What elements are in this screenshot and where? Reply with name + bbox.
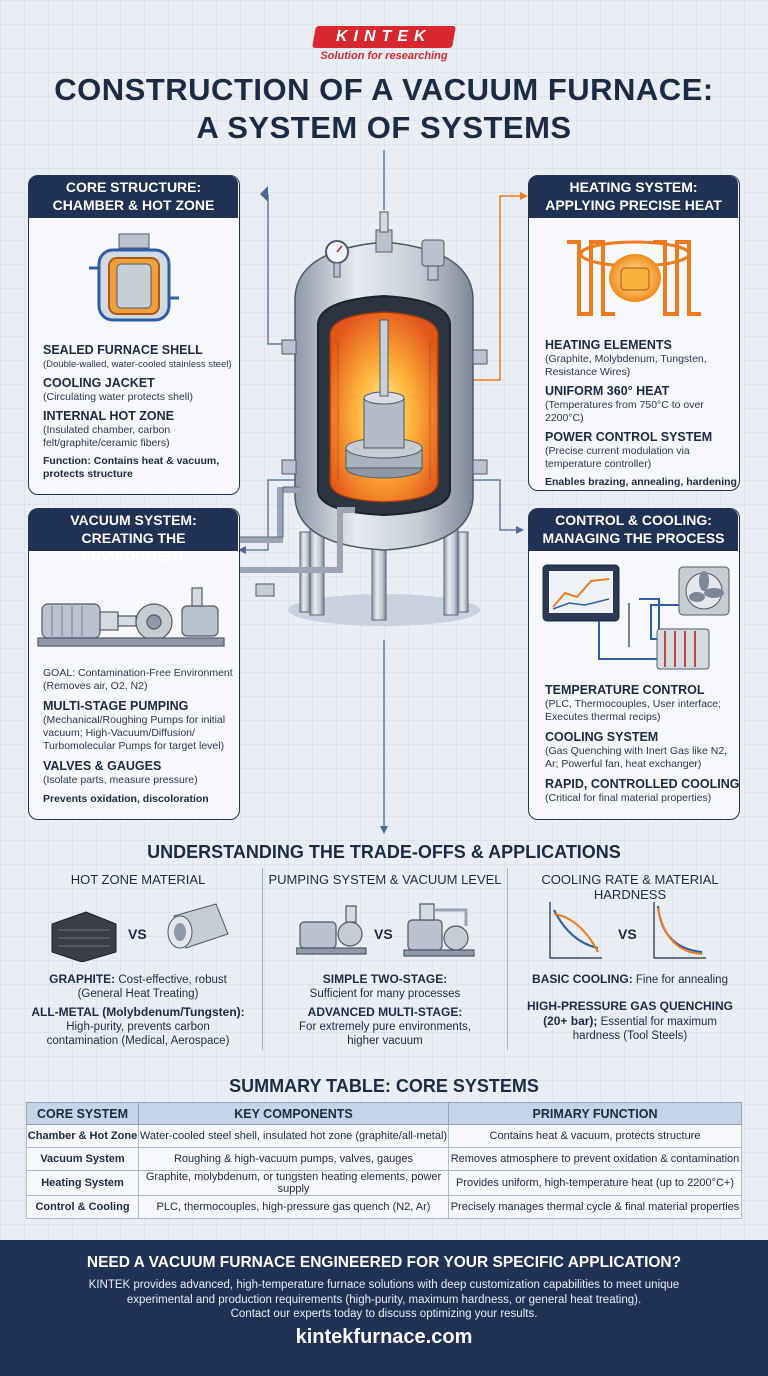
- vacuum-function: Prevents oxidation, discoloration: [43, 793, 209, 805]
- footer-text-2: experimental and production requirements…: [126, 1294, 642, 1306]
- heating-function: Enables brazing, annealing, hardening: [545, 476, 737, 488]
- multistage-pumping-desc-2: vacuum; High-Vacuum/Diffusion/: [43, 727, 195, 739]
- summary-table: CORE SYSTEM KEY COMPONENTS PRIMARY FUNCT…: [26, 1102, 742, 1219]
- temperature-control-desc-2: Executes thermal recips): [545, 711, 661, 723]
- heating-elements-icon: [567, 240, 701, 316]
- pumping-system-title: PUMPING SYSTEM & VACUUM LEVEL: [268, 872, 502, 887]
- vs-label-2: VS: [374, 926, 393, 942]
- table-row: Control & Cooling PLC, thermocouples, hi…: [26, 1195, 742, 1219]
- vacuum-system-panel: VACUUM SYSTEM: CREATING THE ENVIRONMENT …: [28, 508, 240, 820]
- summary-table-title: SUMMARY TABLE: CORE SYSTEMS: [229, 1076, 539, 1096]
- metal-tube-icon: [167, 903, 229, 949]
- core-function-1: Function: Contains heat & vacuum,: [43, 455, 220, 467]
- chamber-cutaway-icon: [89, 233, 179, 322]
- heating-elements-desc-1: (Graphite, Molybdenum, Tungsten,: [545, 353, 707, 365]
- footer-cta: NEED A VACUUM FURNACE ENGINEERED FOR YOU…: [0, 1240, 768, 1376]
- control-cooling-title: CONTROL & COOLING: MANAGING THE PROCESS: [529, 509, 738, 551]
- vs-label-3: VS: [618, 926, 637, 942]
- heating-elements-desc-2: Resistance Wires): [545, 366, 631, 378]
- hot-zone-heading: INTERNAL HOT ZONE: [43, 409, 175, 423]
- uniform-heat-desc-1: (Temperatures from 750°C to over: [545, 399, 704, 411]
- tradeoffs-title: UNDERSTANDING THE TRADE-OFFS & APPLICATI…: [147, 842, 621, 862]
- col-header-key-components: KEY COMPONENTS: [138, 1102, 449, 1125]
- cooling-rate-title: COOLING RATE & MATERIAL HARDNESS: [541, 872, 719, 902]
- footer-heading: NEED A VACUUM FURNACE ENGINEERED FOR YOU…: [86, 1254, 682, 1271]
- vs-label-1: VS: [128, 926, 147, 942]
- table-row: Chamber & Hot Zone Water-cooled steel sh…: [26, 1124, 742, 1148]
- graphite-block-icon: [51, 911, 117, 962]
- rapid-cooling-heading: RAPID, CONTROLLED COOLING: [545, 777, 740, 791]
- brand-tagline: Solution for researching: [320, 50, 448, 62]
- controller-and-heat-exchanger-icon: [542, 564, 730, 670]
- pump-comparison-icons: [296, 903, 475, 957]
- core-function-2: protects structure: [43, 468, 133, 480]
- core-structure-panel: CORE STRUCTURE: CHAMBER & HOT ZONE SEALE…: [28, 175, 240, 495]
- heating-system-panel: HEATING SYSTEM: APPLYING PRECISE HEAT HE…: [528, 175, 740, 491]
- cooling-system-heading: COOLING SYSTEM: [545, 730, 659, 744]
- summary-table-header: CORE SYSTEM KEY COMPONENTS PRIMARY FUNCT…: [26, 1102, 742, 1125]
- vacuum-system-title: VACUUM SYSTEM: CREATING THE ENVIRONMENT: [29, 509, 238, 564]
- graphite-vs-metal-icons: [51, 903, 229, 962]
- power-control-heading: POWER CONTROL SYSTEM: [545, 430, 713, 444]
- vacuum-furnace-illustration: [106, 150, 528, 834]
- footer-website-link[interactable]: kintekfurnace.com: [295, 1326, 473, 1348]
- valves-gauges-heading: VALVES & GAUGES: [43, 759, 162, 773]
- sealed-shell-desc: (Double-walled, water-cooled stainless s…: [43, 359, 232, 370]
- page-title-line1: CONSTRUCTION OF A VACUUM FURNACE:: [54, 72, 714, 107]
- kintek-logo: KINTEK: [312, 26, 456, 48]
- cooling-system-desc-1: (Gas Quenching with Inert Gas like N2,: [545, 745, 728, 757]
- cooling-jacket-heading: COOLING JACKET: [43, 376, 155, 390]
- tradeoffs-divider-1: [262, 868, 263, 1050]
- tradeoffs-divider-2: [507, 868, 508, 1050]
- vacuum-pumps-icon: [37, 587, 225, 647]
- cooling-jacket-desc: (Circulating water protects shell): [43, 391, 193, 403]
- table-row: Vacuum System Roughing & high-vacuum pum…: [26, 1147, 742, 1171]
- pumping-tradeoff-text: SIMPLE TWO-STAGE: Sufficient for many pr…: [299, 972, 471, 1047]
- power-control-desc-1: (Precise current modulation via: [545, 445, 690, 457]
- hot-zone-desc-1: (Insulated chamber, carbon: [43, 424, 171, 436]
- page-title-line2: A SYSTEM OF SYSTEMS: [196, 110, 572, 145]
- sealed-shell-heading: SEALED FURNACE SHELL: [43, 343, 203, 357]
- hot-zone-material-title: HOT ZONE MATERIAL: [70, 872, 206, 887]
- footer-contact: Contact our experts today to discuss opt…: [230, 1308, 538, 1320]
- cooling-system-desc-2: Ar; Powerful fan, heat exchanger): [545, 758, 702, 770]
- multistage-pumping-heading: MULTI-STAGE PUMPING: [43, 699, 189, 713]
- hot-zone-tradeoff-text: GRAPHITE: Cost-effective, robust (Genera…: [31, 972, 245, 1047]
- rapid-cooling-desc: (Critical for final material properties): [545, 792, 712, 804]
- power-control-desc-2: temperature controller): [545, 458, 652, 470]
- col-header-core-system: CORE SYSTEM: [26, 1102, 139, 1125]
- control-cooling-panel: CONTROL & COOLING: MANAGING THE PROCESS …: [528, 508, 740, 820]
- col-header-primary-function: PRIMARY FUNCTION: [448, 1102, 742, 1125]
- cooling-curves-icons: [549, 902, 706, 959]
- heating-system-title: HEATING SYSTEM: APPLYING PRECISE HEAT: [529, 176, 738, 218]
- valves-gauges-desc: (Isolate parts, measure pressure): [43, 774, 198, 786]
- uniform-heat-desc-2: 2200°C): [545, 412, 584, 424]
- hot-zone-desc-2: felt/graphite/ceramic fibers): [43, 437, 170, 449]
- uniform-heat-heading: UNIFORM 360° HEAT: [545, 384, 670, 398]
- vacuum-goal-1: GOAL: Contamination-Free Environment: [43, 667, 233, 679]
- temperature-control-heading: TEMPERATURE CONTROL: [545, 683, 705, 697]
- table-row: Heating System Graphite, molybdenum, or …: [26, 1170, 742, 1196]
- multistage-pumping-desc-3: Turbomolecular Pumps for target level): [43, 740, 225, 752]
- temperature-control-desc-1: (PLC, Thermocouples, User interface;: [545, 698, 722, 710]
- vacuum-goal-2: (Removes air, O2, N2): [43, 680, 148, 692]
- core-structure-title: CORE STRUCTURE: CHAMBER & HOT ZONE: [29, 176, 238, 218]
- heating-elements-heading: HEATING ELEMENTS: [545, 338, 672, 352]
- footer-text-1: KINTEK provides advanced, high-temperatu…: [88, 1279, 680, 1291]
- cooling-tradeoff-text: BASIC COOLING: Fine for annealing HIGH-P…: [526, 972, 734, 1042]
- multistage-pumping-desc-1: (Mechanical/Roughing Pumps for initial: [43, 714, 226, 726]
